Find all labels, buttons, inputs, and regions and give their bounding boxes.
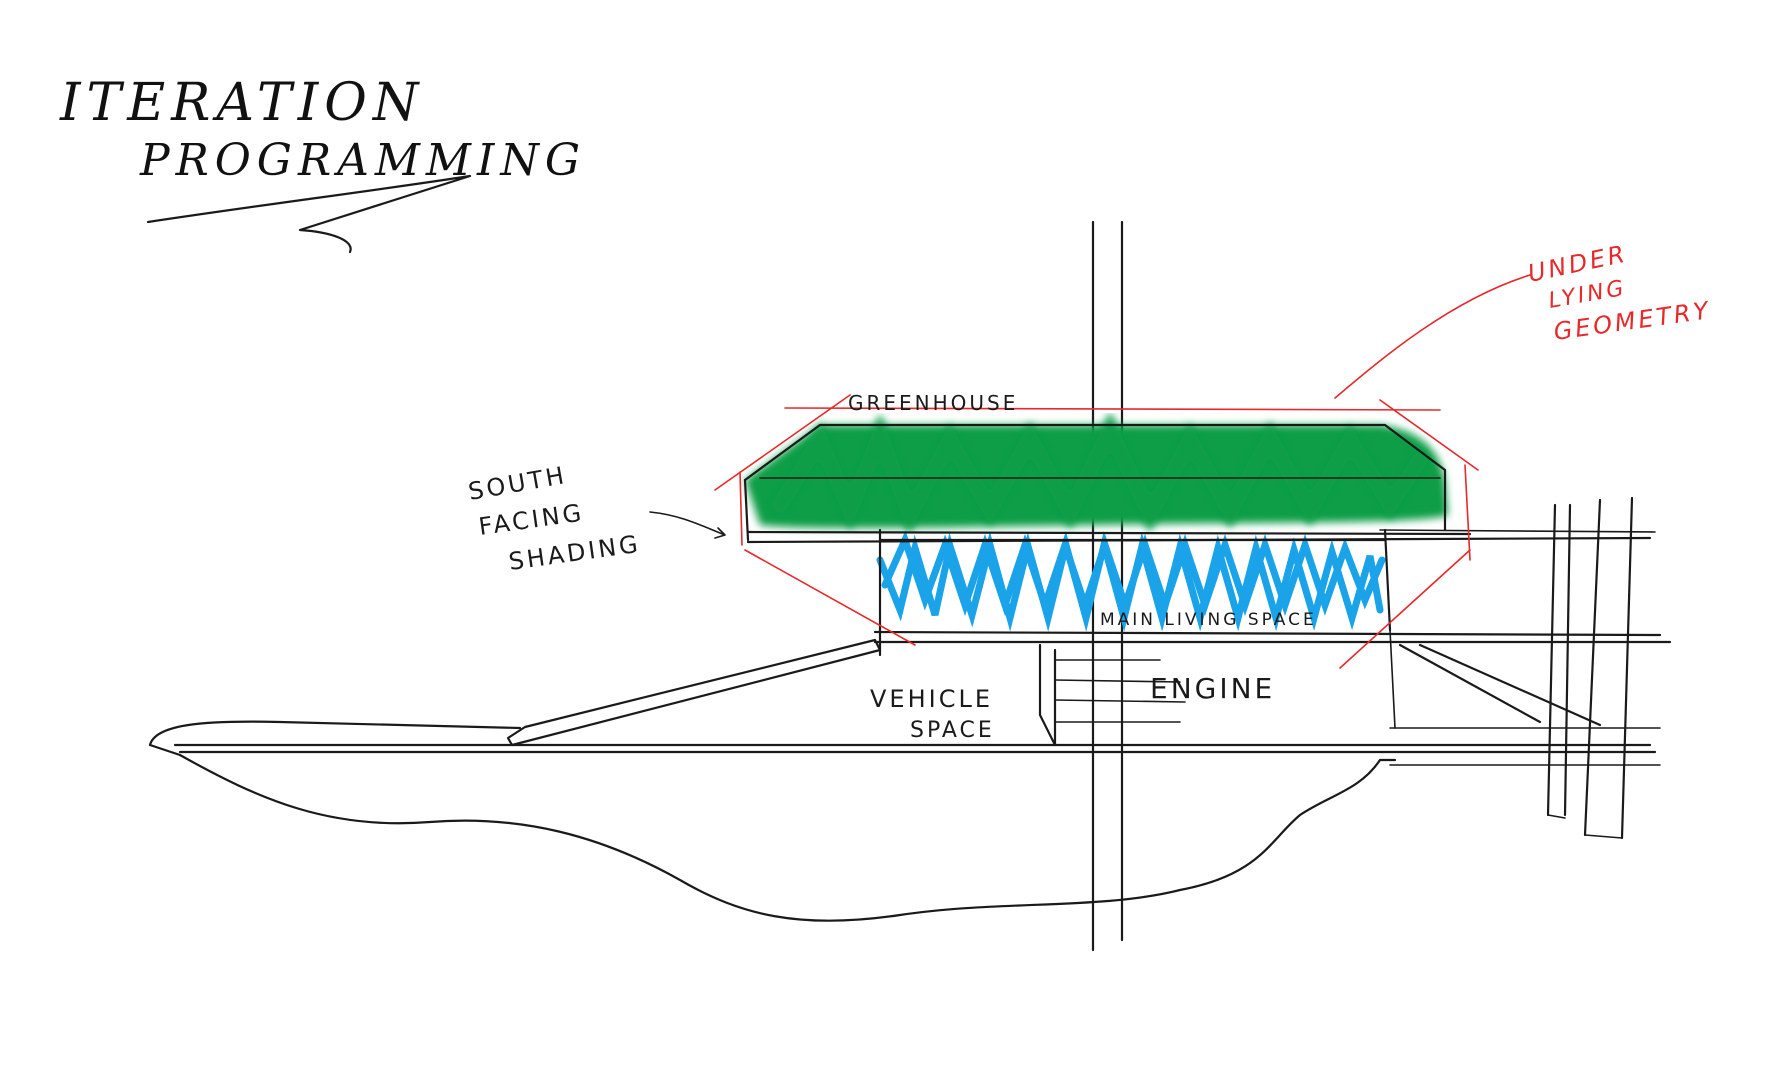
underlying-geometry [714, 274, 1531, 669]
geometry-leader-line [1334, 274, 1531, 399]
greenhouse-scribble [772, 411, 1428, 535]
sketch-title: ITERATION PROGRAMMING [59, 73, 586, 254]
title-line-1: ITERATION [59, 73, 424, 133]
shading-leader-arrow [649, 511, 726, 539]
vehicle-line-2: SPACE [910, 718, 995, 743]
vehicle-line-1: VEHICLE [870, 685, 993, 713]
south-line-2: FACING [477, 498, 586, 540]
south-facing-shading-label: SOUTH FACING SHADING [466, 461, 642, 576]
engine-block [1038, 643, 1186, 747]
terrain-edge [148, 743, 182, 757]
south-line-1: SOUTH [466, 461, 569, 506]
supports [506, 638, 1602, 747]
living-space-outline [873, 528, 1672, 729]
title-line-2: PROGRAMMING [139, 135, 586, 186]
engine-label: ENGINE [1150, 672, 1275, 705]
living-space-scribble-2 [881, 530, 1386, 617]
main-living-space-label: MAIN LIVING SPACE [1100, 610, 1317, 630]
terrain-outline [148, 720, 1397, 922]
underlying-geometry-label: UNDER LYING GEOMETRY [1525, 240, 1712, 346]
right-posts [1546, 496, 1634, 840]
south-line-3: SHADING [507, 530, 642, 576]
greenhouse-outline [743, 423, 1656, 544]
title-underline [146, 174, 472, 254]
greenhouse-label: GREENHOUSE [848, 391, 1018, 415]
vehicle-space-label: VEHICLE SPACE [870, 685, 995, 743]
